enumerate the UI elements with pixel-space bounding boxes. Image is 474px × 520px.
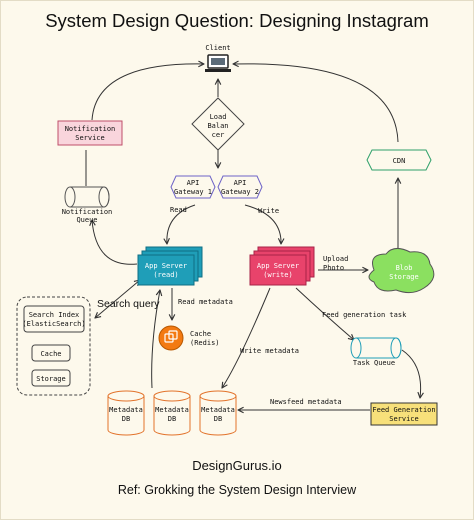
cdn-node: CDN xyxy=(366,149,432,171)
load-balancer-node: Load Balan cer xyxy=(191,97,245,151)
edge-task-queue-to-feedgen xyxy=(401,349,421,398)
metadata-db-1-label-1: Metadata xyxy=(109,406,143,414)
edge-label-feed-generation-task: Feed generation task xyxy=(322,311,407,319)
metadata-db-3: Metadata DB xyxy=(199,390,237,436)
notification-queue-node: Notification Queue xyxy=(62,186,113,224)
edge-label-write-metadata: Write metadata xyxy=(240,347,299,355)
client-label: Client xyxy=(205,44,230,52)
api-gateway-1-label-1: API xyxy=(187,179,200,187)
search-storage-label: Storage xyxy=(36,375,66,383)
notification-service-label-2: Service xyxy=(75,134,105,142)
redis-icon xyxy=(164,330,178,343)
edge-gateway-to-read xyxy=(167,204,196,244)
api-gateway-1-node: API Gateway 1 xyxy=(170,175,216,199)
edge-read-to-search xyxy=(95,280,140,318)
edge-read-to-notification-queue xyxy=(92,220,138,265)
blob-storage-label-2: Storage xyxy=(389,273,419,281)
notification-service-node: Notification Service xyxy=(57,120,123,146)
app-server-read-label-1: App Server xyxy=(145,262,187,270)
feed-generation-service-node: Feed Generation Service xyxy=(370,402,438,426)
search-cache-node xyxy=(31,344,71,362)
edge-label-read-metadata: Read metadata xyxy=(178,298,233,306)
search-index-node xyxy=(23,305,85,333)
notification-service-label-1: Notification xyxy=(65,125,116,133)
metadata-db-2-label-2: DB xyxy=(168,415,176,423)
client-node: Client xyxy=(205,44,231,72)
search-index-label-1: Search Index xyxy=(29,311,80,319)
edge-client-to-notification xyxy=(91,64,204,121)
metadata-db-1-label-2: DB xyxy=(122,415,130,423)
edge-label-newsfeed-metadata: Newsfeed metadata xyxy=(270,398,342,406)
feed-generation-label-1: Feed Generation xyxy=(372,406,435,414)
brand-footer: DesignGurus.io xyxy=(192,458,282,473)
search-storage-node xyxy=(31,369,71,387)
app-server-write-node: App Server (write) xyxy=(249,246,315,286)
metadata-db-2-label-1: Metadata xyxy=(155,406,189,414)
metadata-db-1: Metadata DB xyxy=(107,390,145,436)
api-gateway-1-label-2: Gateway 1 xyxy=(174,188,212,196)
cdn-label: CDN xyxy=(393,157,406,165)
task-queue-label: Task Queue xyxy=(353,359,395,367)
blob-storage-label-1: Blob xyxy=(396,264,413,272)
app-server-read-node: App Server (read) xyxy=(137,246,203,286)
edge-metadata-to-read xyxy=(151,290,160,389)
notification-queue-label-2: Queue xyxy=(76,216,97,224)
edge-write-to-metadata xyxy=(222,287,271,388)
api-gateway-2-label-2: Gateway 2 xyxy=(221,188,259,196)
cache-redis-node: Cache (Redis) xyxy=(158,325,220,351)
notification-queue-label-1: Notification xyxy=(62,208,113,216)
search-cache-label: Cache xyxy=(40,350,61,358)
edge-write-to-task-queue xyxy=(295,287,354,340)
edge-label-write: Write xyxy=(258,207,279,215)
connectors xyxy=(85,64,421,410)
cache-redis-label-2: (Redis) xyxy=(190,339,220,347)
reference-footer: Ref: Grokking the System Design Intervie… xyxy=(117,483,357,497)
edge-client-to-cdn xyxy=(233,64,399,143)
computer-icon xyxy=(205,54,231,72)
search-group: Search Index (ElasticSearch) Cache Stora… xyxy=(16,296,91,396)
edge-label-upload-1: Upload xyxy=(323,255,348,263)
app-server-write-label-2: (write) xyxy=(263,271,293,279)
metadata-db-3-label-2: DB xyxy=(214,415,222,423)
app-server-write-label-1: App Server xyxy=(257,262,299,270)
cache-redis-label-1: Cache xyxy=(190,330,211,338)
blob-storage-node: Blob Storage xyxy=(368,248,435,294)
edge-gateway-to-write xyxy=(244,204,281,244)
load-balancer-label-2: Balan xyxy=(207,122,228,130)
edge-label-read: Read xyxy=(170,206,187,214)
metadata-db-2: Metadata DB xyxy=(153,390,191,436)
app-server-read-label-2: (read) xyxy=(153,271,178,279)
api-gateway-2-node: API Gateway 2 xyxy=(217,175,263,199)
edge-label-search-query: Search query xyxy=(97,298,160,310)
diagram-title: System Design Question: Designing Instag… xyxy=(45,10,429,31)
task-queue-node: Task Queue xyxy=(350,337,402,367)
load-balancer-label-1: Load xyxy=(210,113,227,121)
edge-label-upload-2: Photo xyxy=(323,264,344,272)
load-balancer-label-3: cer xyxy=(212,131,225,139)
metadata-db-3-label-1: Metadata xyxy=(201,406,235,414)
feed-generation-label-2: Service xyxy=(389,415,419,423)
api-gateway-2-label-1: API xyxy=(234,179,247,187)
search-index-label-2: (ElasticSearch) xyxy=(22,320,85,328)
